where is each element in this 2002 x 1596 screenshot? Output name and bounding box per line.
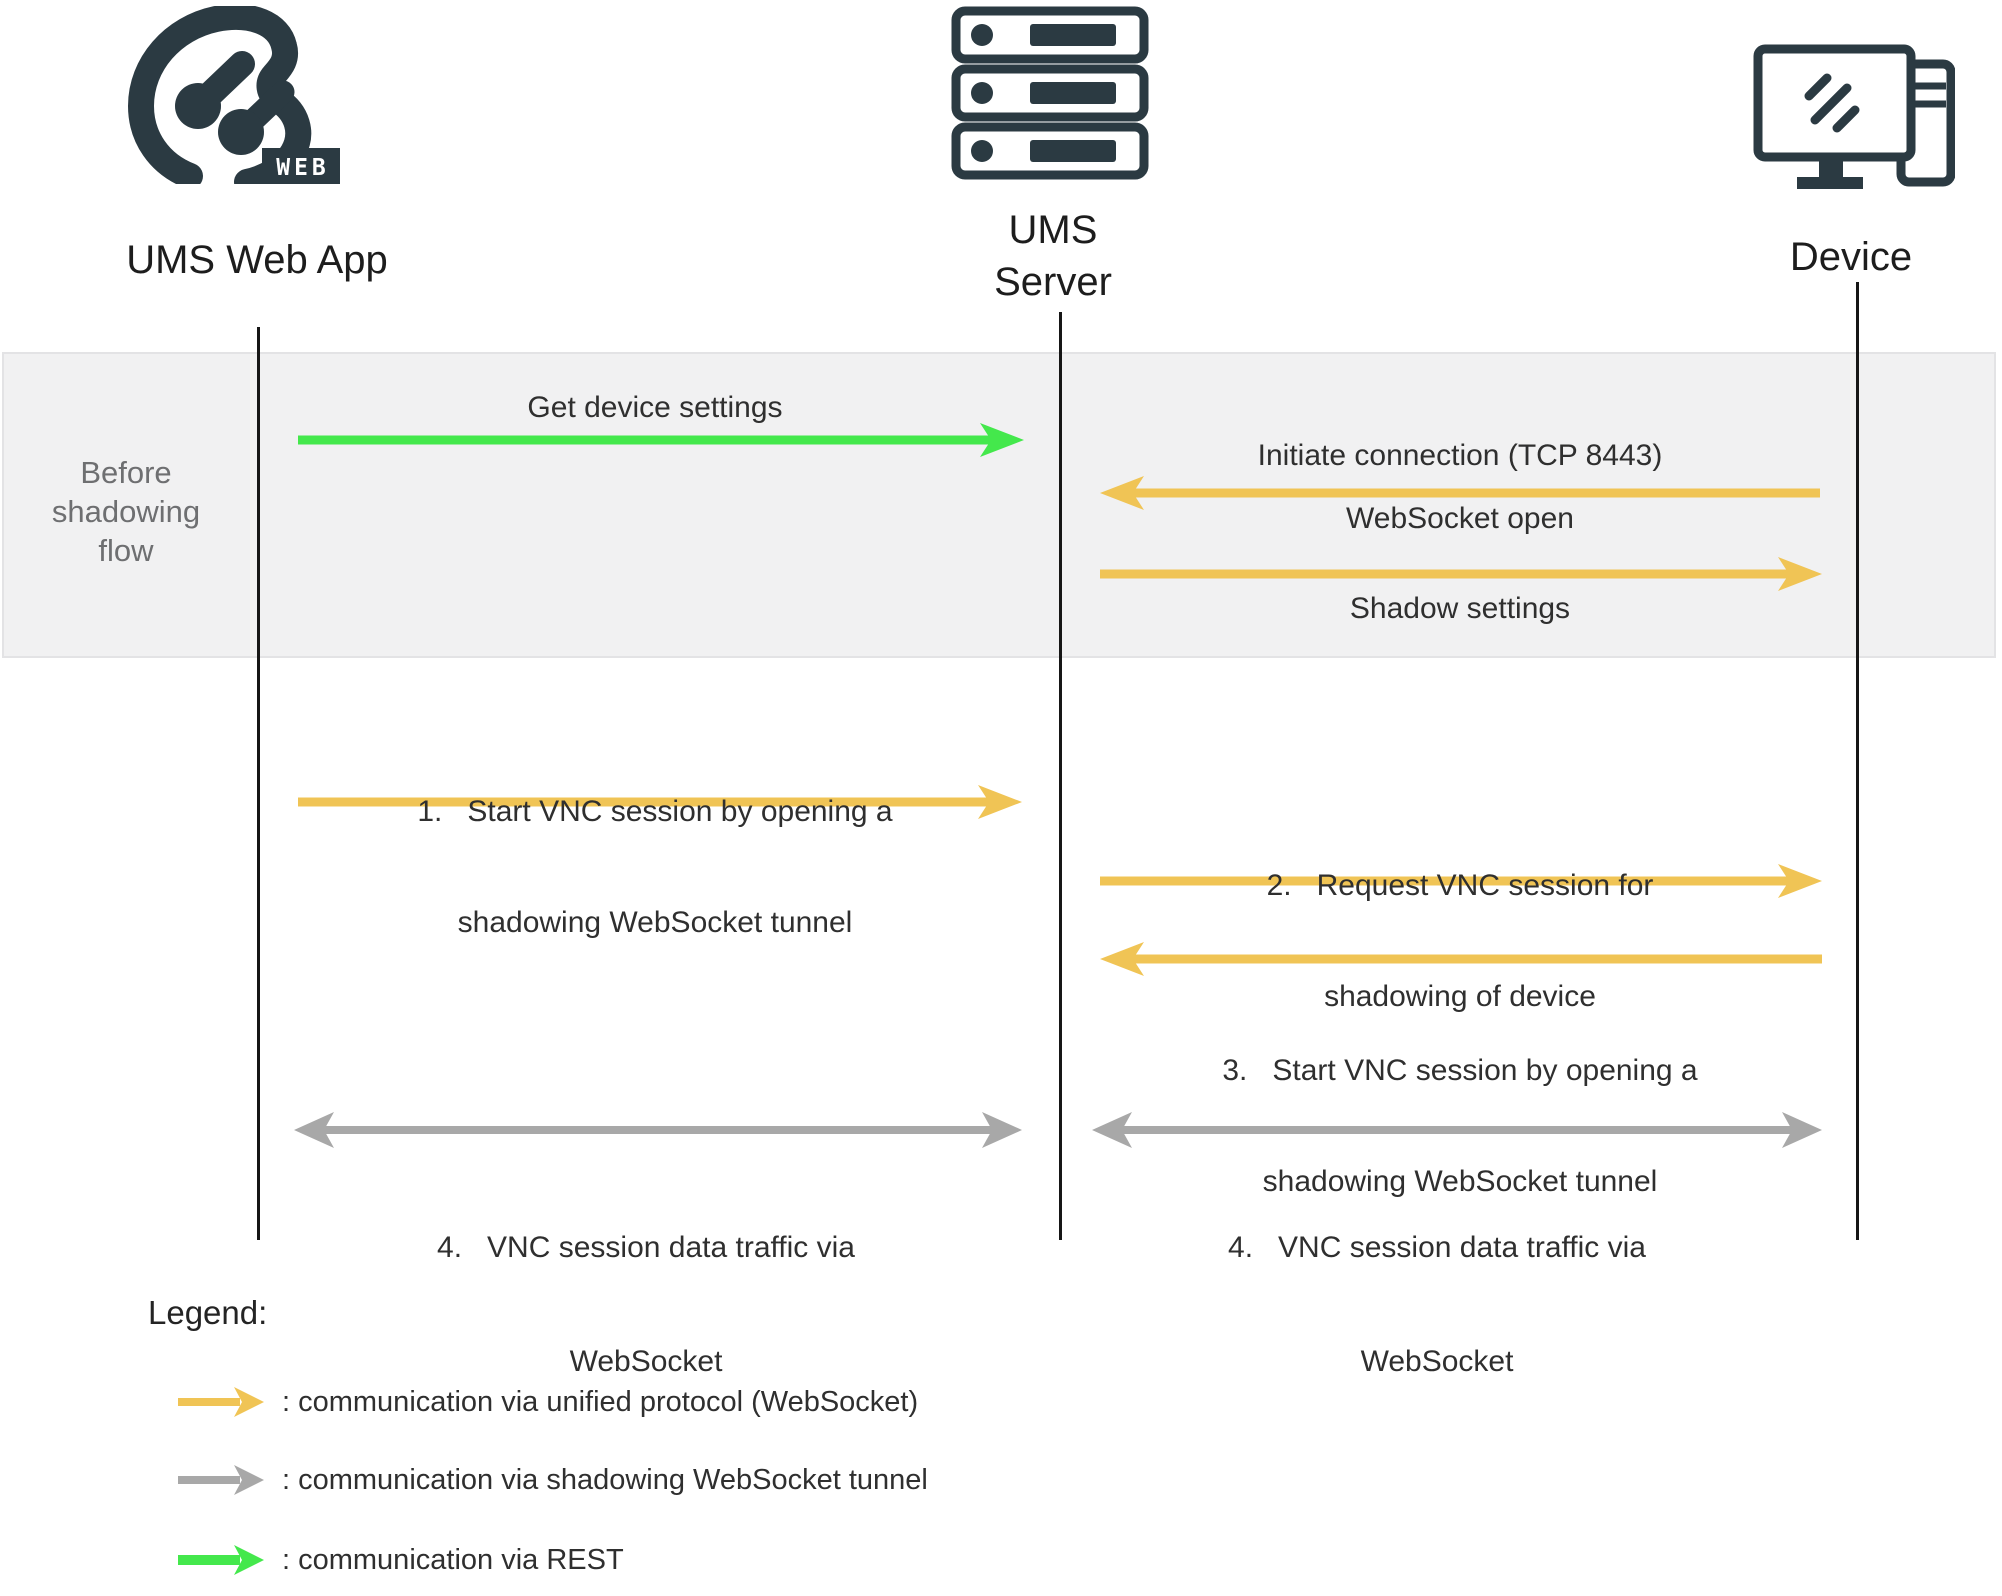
msg-step2: 2. Request VNC session for shadowing of …	[1110, 793, 1810, 1052]
ums-web-app-logo-icon: WEB	[128, 6, 340, 184]
arrow-step4-vnc-traffic-left	[294, 1112, 1022, 1148]
server-unit-2	[951, 64, 1149, 122]
arrow-step1-start-vnc	[298, 785, 1022, 819]
msg-step4-right-line2: WebSocket	[1360, 1345, 1514, 1378]
server-unit-1	[951, 6, 1149, 64]
msg-step4-left: 4. VNC session data traffic via WebSocke…	[296, 1153, 996, 1419]
msg-step3: 3. Start VNC session by opening a shadow…	[1110, 978, 1810, 1237]
arrow-step3-start-vnc	[1100, 942, 1822, 976]
msg-step1-line1: 1. Start VNC session by opening a	[417, 795, 893, 828]
lifeline-device	[1856, 282, 1859, 1240]
legend-item-shadowing-tunnel: : communication via shadowing WebSocket …	[282, 1464, 928, 1496]
msg-step2-line2: shadowing of device	[1324, 980, 1596, 1013]
msg-step1: 1. Start VNC session by opening a shadow…	[305, 719, 1005, 978]
server-unit-3	[951, 122, 1149, 180]
device-workstation-icon	[1753, 44, 1955, 189]
ums-server-rack-icon	[951, 6, 1149, 180]
msg-get-device-settings: Get device settings	[527, 391, 783, 424]
lifeline-ums-server	[1059, 312, 1062, 1240]
actor-label-ums-server-line1: UMS	[1008, 208, 1098, 252]
msg-step1-line2: shadowing WebSocket tunnel	[457, 906, 853, 939]
actor-label-device: Device	[1789, 235, 1913, 279]
msg-step4-right: 4. VNC session data traffic via WebSocke…	[1087, 1153, 1787, 1419]
actor-label-ums-server: UMS Server	[853, 204, 1253, 308]
web-badge-label: WEB	[276, 155, 330, 181]
msg-step4-left-line1: 4. VNC session data traffic via	[437, 1231, 855, 1264]
legend-title: Legend:	[148, 1294, 268, 1331]
monitor	[1753, 44, 1916, 189]
legend-green-arrow-icon	[178, 1545, 264, 1575]
msg-websocket-open: WebSocket open	[1346, 502, 1574, 535]
actor-label-ums-server-line2: Server	[994, 260, 1112, 304]
legend-yellow-arrow-icon	[178, 1387, 264, 1417]
arrow-step2-request-vnc	[1100, 864, 1822, 898]
msg-step3-line2: shadowing WebSocket tunnel	[1262, 1165, 1658, 1198]
phase-band-label-line2: shadowing	[51, 494, 201, 529]
msg-step4-left-line2: WebSocket	[569, 1345, 723, 1378]
msg-initiate-connection: Initiate connection (TCP 8443)	[1257, 439, 1663, 472]
phase-band-label-line1: Before	[80, 455, 172, 490]
lifeline-ums-web-app	[257, 327, 260, 1240]
msg-shadow-settings: Shadow settings	[1349, 592, 1571, 625]
legend-item-rest: : communication via REST	[282, 1544, 624, 1576]
web-badge	[262, 148, 340, 184]
arrow-initiate-connection	[1100, 476, 1820, 510]
msg-step4-right-line1: 4. VNC session data traffic via	[1228, 1231, 1646, 1264]
arrow-get-device-settings	[298, 423, 1024, 457]
before-shadowing-phase-band	[2, 352, 1996, 658]
arrow-step4-vnc-traffic-right	[1092, 1112, 1822, 1148]
monitor-screen-logo-icon	[1804, 73, 1860, 133]
msg-step2-line1: 2. Request VNC session for	[1266, 869, 1654, 902]
msg-step3-line1: 3. Start VNC session by opening a	[1222, 1054, 1698, 1087]
arrow-websocket-open	[1100, 557, 1822, 591]
actor-label-ums-web-app: UMS Web App	[126, 238, 388, 282]
phase-band-label: Before shadowing flow	[6, 453, 246, 570]
legend-gray-arrow-icon	[178, 1465, 264, 1495]
legend-item-unified-protocol: : communication via unified protocol (We…	[282, 1386, 919, 1418]
phase-band-label-line3: flow	[98, 533, 154, 568]
